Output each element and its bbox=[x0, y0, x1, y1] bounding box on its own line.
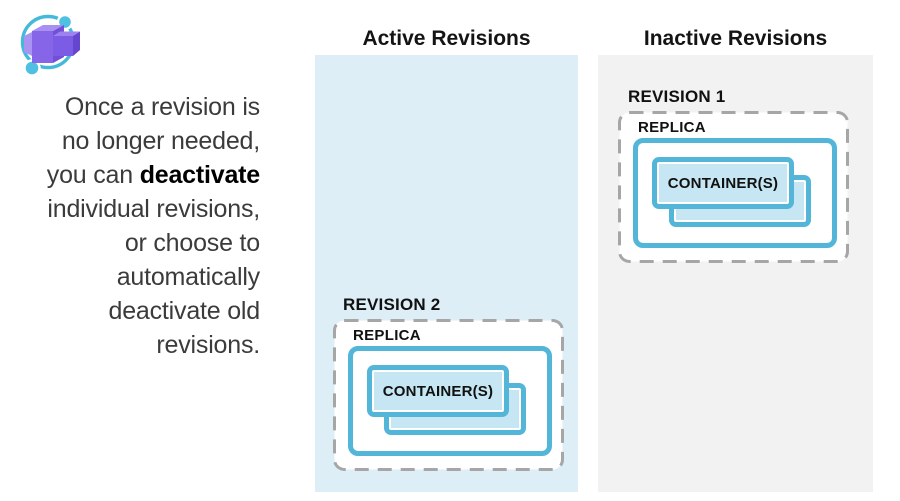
revision-2-boundary: REPLICA CONTAINER(S) bbox=[333, 319, 564, 471]
active-revisions-header: Active Revisions bbox=[362, 27, 531, 50]
container-box-front: CONTAINER(S) bbox=[367, 365, 509, 417]
intro-line: Once a revision is bbox=[64, 93, 260, 121]
revision-1-replica-label: REPLICA bbox=[638, 119, 706, 136]
revision-2-replica-box: CONTAINER(S) bbox=[348, 346, 552, 456]
intro-paragraph: Once a revision is no longer needed, you… bbox=[14, 90, 260, 362]
intro-line: deactivate old bbox=[108, 297, 261, 325]
intro-line: automatically bbox=[116, 263, 261, 291]
intro-line: no longer needed, bbox=[61, 127, 260, 155]
intro-line: you can deactivate bbox=[46, 161, 260, 189]
intro-line: revisions. bbox=[156, 331, 260, 359]
revision-1-boundary: REPLICA CONTAINER(S) bbox=[618, 111, 849, 263]
container-label: CONTAINER(S) bbox=[382, 382, 494, 400]
intro-bold-word: deactivate bbox=[139, 161, 260, 189]
revision-2-label: REVISION 2 bbox=[343, 295, 441, 314]
inactive-revisions-header: Inactive Revisions bbox=[643, 27, 828, 50]
revision-1-label: REVISION 1 bbox=[628, 87, 726, 106]
intro-line: or choose to bbox=[124, 229, 260, 257]
revision-2-card: REVISION 2 REPLICA CONTAINER(S) bbox=[333, 294, 564, 471]
container-apps-logo-icon bbox=[14, 6, 88, 77]
revision-1-card: REVISION 1 REPLICA CONTAINER(S) bbox=[618, 86, 849, 263]
revision-1-replica-box: CONTAINER(S) bbox=[633, 138, 837, 248]
container-label: CONTAINER(S) bbox=[667, 174, 779, 192]
revision-2-replica-label: REPLICA bbox=[353, 327, 421, 344]
container-box-front: CONTAINER(S) bbox=[652, 157, 794, 209]
intro-line: individual revisions, bbox=[47, 195, 260, 223]
container-apps-logo-svg bbox=[20, 13, 80, 77]
